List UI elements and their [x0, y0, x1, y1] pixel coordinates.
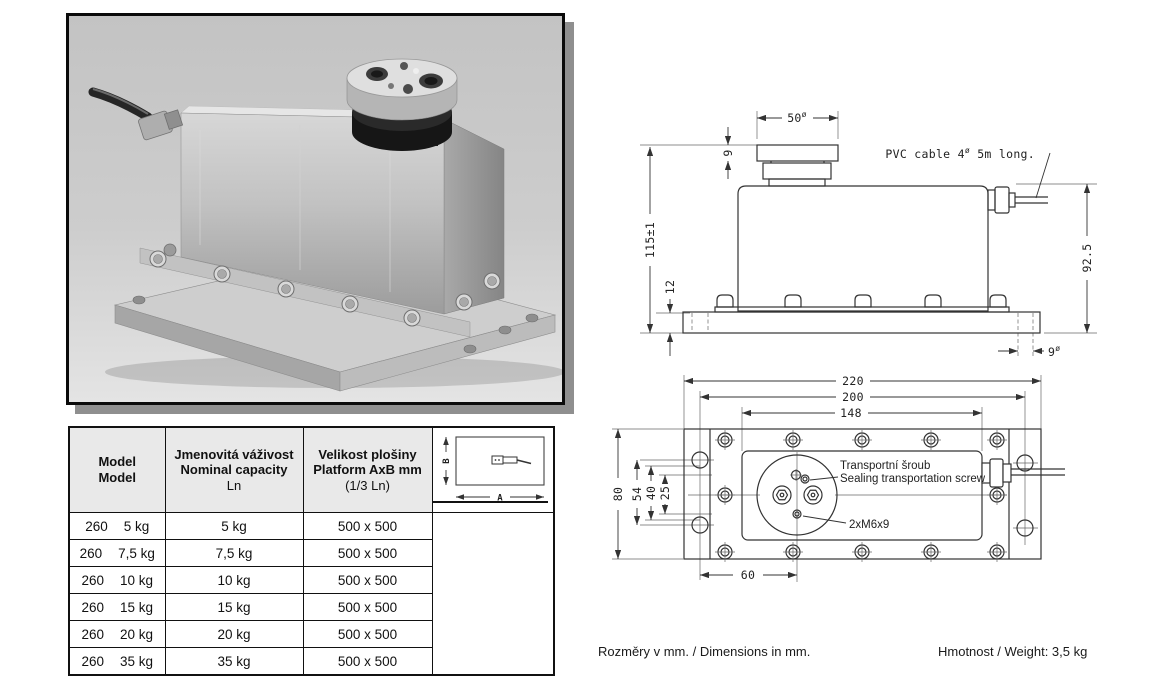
capacity-table: Model Model Jmenovitá váživost Nominal c…: [68, 426, 555, 676]
load-cell-body: [180, 105, 505, 315]
weight-note: Hmotnost / Weight: 3,5 kg: [938, 644, 1088, 659]
dimensions-note: Rozměry v mm. / Dimensions in mm.: [598, 644, 811, 659]
screw-leader-line: [809, 476, 839, 481]
dim-width-40: 40: [644, 486, 658, 500]
dim-width-25: 25: [658, 486, 672, 500]
dim-width-holes: 54: [630, 487, 644, 501]
platform-width-label: A: [497, 494, 503, 504]
thread-label: 2xM6x9: [849, 519, 889, 531]
cable-gland-side: [987, 186, 1048, 214]
header-model: Model Model: [68, 426, 166, 513]
transport-screws: [790, 469, 810, 519]
platform-diagram: B A: [442, 436, 545, 504]
dim-base-thickness: 12: [663, 280, 677, 294]
load-cell-mount: [346, 58, 458, 151]
technical-drawing: 50ø 9 115±1 12 92.5 9ø PVC cable 4ø 5m l…: [0, 0, 1163, 610]
header-capacity: Jmenovitá váživost Nominal capacity Ln: [164, 426, 304, 513]
transport-screw-label-en: Sealing transportation screw: [840, 473, 986, 485]
dim-body-length: 148: [840, 406, 862, 420]
dim-cap-height: 9: [721, 149, 735, 156]
cable-gland-top: [981, 458, 1065, 488]
platform-diagram-cell: B A: [431, 426, 555, 513]
cable-leader-line: [1035, 152, 1051, 199]
dim-total-height: 115±1: [643, 222, 657, 258]
product-photo: [66, 13, 565, 405]
dim-length-holes: 200: [842, 390, 864, 404]
cable: [88, 87, 153, 122]
dim-cable-height: 92.5: [1080, 244, 1094, 273]
dim-hole-diameter: 9ø: [1048, 344, 1060, 359]
base-bolts: [149, 243, 501, 327]
top-view: 220 200 148 80 54 40 25 60 Transportní š…: [0, 0, 1065, 582]
product-photo-image: [69, 16, 562, 402]
dim-center-offset: 60: [741, 568, 755, 582]
thread-leader-line: [802, 515, 847, 524]
cable-label: PVC cable 4ø 5m long.: [885, 146, 1035, 161]
dim-length-overall: 220: [842, 374, 864, 388]
center-hex-screws: [0, 0, 823, 505]
dim-top-diameter: 50ø: [787, 110, 807, 125]
load-cell-base: [113, 254, 557, 392]
cable-gland: [88, 87, 184, 141]
transport-screw-label-cz: Transportní šroub: [840, 460, 930, 472]
dim-width-overall: 80: [611, 487, 625, 501]
header-platform: Velikost plošiny Platform AxB mm (1/3 Ln…: [302, 426, 433, 513]
platform-height-label: B: [442, 458, 452, 464]
side-view: 50ø 9 115±1 12 92.5 9ø PVC cable 4ø 5m l…: [0, 0, 1097, 359]
load-cell-symbol: [491, 455, 531, 465]
